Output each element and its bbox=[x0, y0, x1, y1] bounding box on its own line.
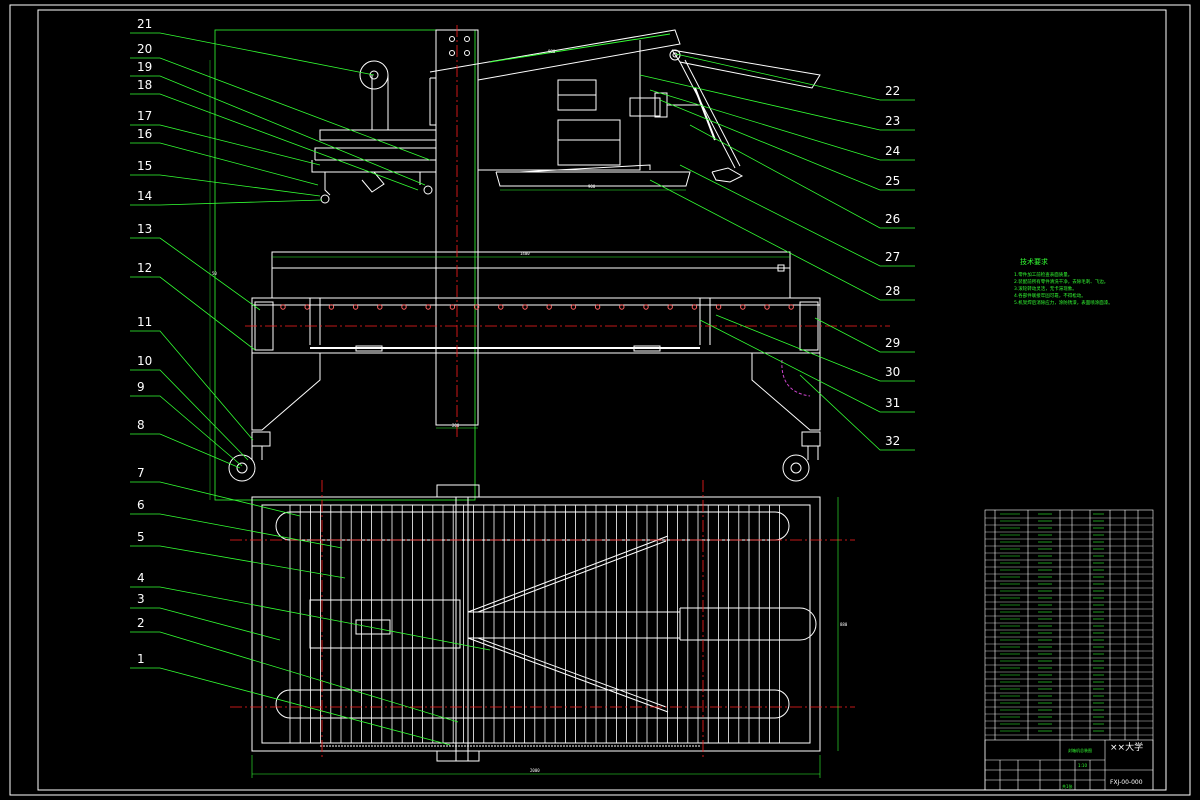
part-label: 23 bbox=[885, 114, 900, 128]
title-block bbox=[984, 509, 1154, 791]
frame-bolt bbox=[764, 304, 770, 310]
title-scale: 1:10 bbox=[1078, 763, 1087, 768]
frame-bolt bbox=[691, 304, 698, 310]
tech-req-item: 1.零件加工前检查表面质量。 bbox=[1014, 271, 1072, 278]
sheet-border bbox=[9, 4, 1191, 796]
frame-bolt bbox=[328, 304, 335, 310]
part-label: 16 bbox=[137, 127, 152, 141]
dim-line-upper bbox=[489, 33, 671, 63]
part-label: 7 bbox=[137, 466, 145, 480]
frame-bolt bbox=[570, 304, 577, 310]
frame-bolt bbox=[715, 304, 722, 310]
part-label: 1 bbox=[137, 652, 145, 666]
dim-side-left: 50 bbox=[212, 271, 217, 276]
part-label: 4 bbox=[137, 571, 145, 585]
part-label: 10 bbox=[137, 354, 152, 368]
frame-bolt bbox=[498, 304, 504, 310]
machine-plan-view bbox=[209, 60, 855, 778]
dim-upper-arm: 980 bbox=[548, 49, 556, 54]
tech-req-item: 3.滚轮转动灵活，无卡滞现象。 bbox=[1014, 285, 1077, 292]
frame-bolt bbox=[594, 304, 601, 310]
part-label: 12 bbox=[137, 261, 152, 275]
conveyor-frame bbox=[251, 297, 821, 354]
part-label: 31 bbox=[885, 396, 900, 410]
part-label: 14 bbox=[137, 189, 152, 203]
frame-bolt bbox=[449, 304, 456, 310]
dim-post: 200 bbox=[452, 423, 460, 428]
part-label: 30 bbox=[885, 365, 900, 379]
frame-bolt bbox=[473, 304, 480, 310]
frame-bolt bbox=[304, 304, 310, 310]
caster-left bbox=[228, 454, 256, 482]
frame-bolt bbox=[546, 304, 552, 310]
base-frame bbox=[251, 496, 821, 752]
tech-req-item: 5.机架焊后消除应力，涂防锈漆，表面喷涂面漆。 bbox=[1014, 299, 1113, 306]
part-label: 11 bbox=[137, 315, 152, 329]
frame-bolt bbox=[788, 304, 794, 310]
leader-lines bbox=[130, 32, 915, 746]
dim-plate: 900 bbox=[588, 184, 596, 189]
part-label: 28 bbox=[885, 284, 900, 298]
part-label: 25 bbox=[885, 174, 900, 188]
dim-bar: 1400 bbox=[520, 251, 530, 256]
technical-requirements: 技术要求 1.零件加工前检查表面质量。 2.装配前所有零件清洗干净，去除毛刺、飞… bbox=[1014, 257, 1113, 306]
frame-bolt bbox=[667, 304, 673, 310]
part-label: 21 bbox=[137, 17, 152, 31]
part-label: 22 bbox=[885, 84, 900, 98]
title-school: ××大学 bbox=[1110, 741, 1143, 753]
title-drawing-number: FXJ-00-000 bbox=[1110, 779, 1143, 786]
caster-right bbox=[782, 454, 810, 482]
upper-bar bbox=[271, 251, 791, 269]
frame-bolt bbox=[425, 304, 431, 310]
part-label: 6 bbox=[137, 498, 145, 512]
machine-elevation bbox=[214, 25, 890, 501]
part-label: 8 bbox=[137, 418, 145, 432]
frame-bolt bbox=[352, 304, 359, 310]
air-cylinder bbox=[629, 97, 661, 117]
part-label: 18 bbox=[137, 78, 152, 92]
dimension-texts: 980 900 1400 200 2000 50 880 bbox=[212, 49, 848, 773]
tech-req-item: 2.装配前所有零件清洗干净，去除毛刺、飞边。 bbox=[1014, 278, 1108, 285]
frame-bolt bbox=[619, 304, 625, 310]
part-label: 15 bbox=[137, 159, 152, 173]
part-label: 20 bbox=[137, 42, 152, 56]
title-drawing-name: 封箱机总装图 bbox=[1068, 747, 1092, 753]
part-label: 32 bbox=[885, 434, 900, 448]
part-label: 24 bbox=[885, 144, 900, 158]
frame-bolt bbox=[522, 304, 528, 310]
frame-bolt bbox=[643, 304, 649, 310]
part-label: 3 bbox=[137, 592, 145, 606]
frame-bolt bbox=[401, 304, 407, 310]
frame-bolt bbox=[377, 304, 383, 310]
frame-bolt bbox=[740, 304, 746, 310]
part-label: 17 bbox=[137, 109, 152, 123]
part-label: 9 bbox=[137, 380, 145, 394]
part-labels-right: 22 23 24 25 26 27 28 29 30 31 32 bbox=[885, 84, 900, 448]
dim-base-width: 2000 bbox=[530, 768, 540, 773]
drawing-frame bbox=[37, 9, 1167, 791]
part-label: 19 bbox=[137, 60, 152, 74]
part-label: 13 bbox=[137, 222, 152, 236]
part-label: 27 bbox=[885, 250, 900, 264]
part-label: 5 bbox=[137, 530, 145, 544]
part-labels-left: 21 20 19 18 17 16 15 14 13 12 11 10 9 8 … bbox=[137, 17, 152, 666]
part-label: 2 bbox=[137, 616, 145, 630]
title-sheet: 共1张 bbox=[1062, 783, 1073, 789]
part-label: 26 bbox=[885, 212, 900, 226]
frame-bolt bbox=[280, 304, 286, 310]
part-label: 29 bbox=[885, 336, 900, 350]
tech-req-item: 4.各部件联接牢固可靠，不得松动。 bbox=[1014, 292, 1086, 299]
dim-side-right: 880 bbox=[840, 622, 848, 627]
tech-req-title: 技术要求 bbox=[1020, 257, 1048, 266]
